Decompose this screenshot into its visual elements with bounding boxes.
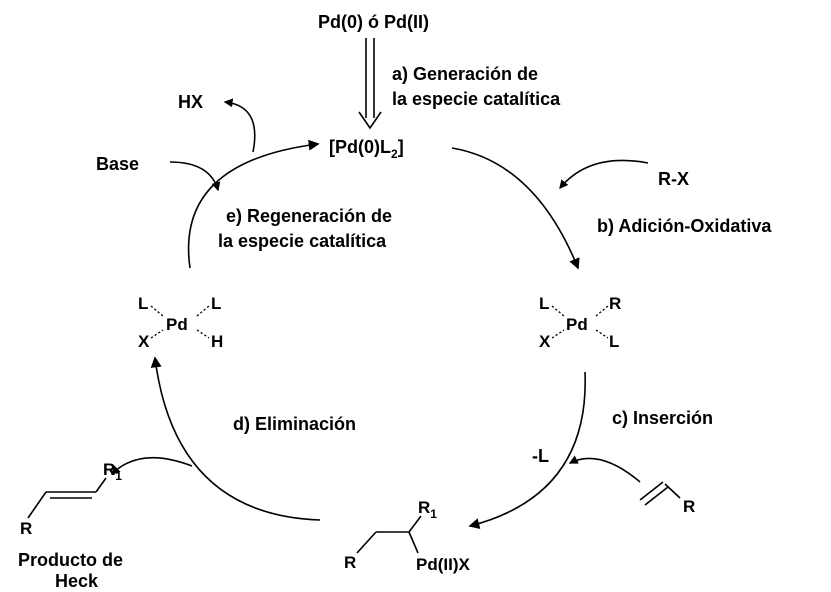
step-c-label: c) Inserción [612,408,713,428]
hx-exit-arrow [223,98,256,153]
generation-double-arrow [358,38,382,130]
step-d-label: d) Eliminación [233,414,356,434]
svg-text:R: R [344,553,356,572]
heck-product: R R1 [20,460,122,538]
step-e-line2: la especie catalítica [218,231,387,251]
svg-text:L: L [539,294,549,313]
base-entry-arrow [169,161,221,192]
hx-label: HX [178,92,203,112]
arc-oxidative-addition [451,147,580,270]
svg-text:Pd: Pd [166,315,188,334]
oxidative-addition-complex: L R Pd X L [539,294,621,351]
step-e-line1: e) Regeneración de [226,206,392,226]
heck-product-name-line2: Heck [55,571,99,591]
step-a-line2: la especie catalítica [392,89,561,109]
svg-text:X: X [138,332,150,351]
hydride-complex: L L Pd X H [138,294,223,351]
arc-elimination [150,356,321,521]
svg-text:L: L [138,294,148,313]
svg-text:R1: R1 [418,498,437,521]
precursor-label: Pd(0) ó Pd(II) [318,12,429,32]
svg-text:R: R [683,497,695,516]
rx-label: R-X [658,169,689,189]
insertion-product: R R1 Pd(II)X [344,498,470,574]
svg-text:H: H [211,332,223,351]
svg-text:L: L [211,294,221,313]
catalyst-label: [Pd(0)L2] [329,137,404,161]
base-label: Base [96,154,139,174]
step-a-line1: a) Generación de [392,64,538,84]
arc-insertion [468,371,586,529]
svg-text:Pd: Pd [566,315,588,334]
rx-entry-arrow [559,159,649,190]
svg-text:R: R [609,294,621,313]
step-b-label: b) Adición-Oxidativa [597,216,772,236]
svg-text:Pd(II)X: Pd(II)X [416,555,470,574]
alkene-entry-arrow [568,455,641,483]
alkene-reagent: R [639,481,695,516]
product-exit-arrow [111,456,193,475]
svg-text:R1: R1 [103,460,122,483]
svg-text:X: X [539,332,551,351]
minus-l-label: -L [532,446,549,466]
svg-text:R: R [20,519,32,538]
svg-text:L: L [609,332,619,351]
heck-product-name-line1: Producto de [18,550,123,570]
